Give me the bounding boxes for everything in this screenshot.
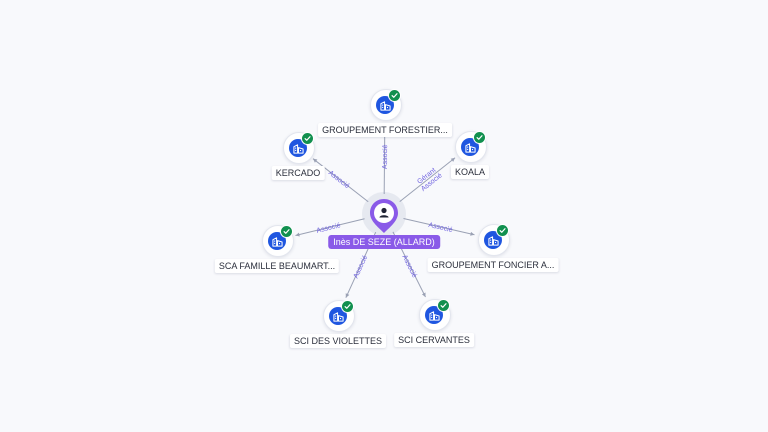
edge-line xyxy=(403,217,475,236)
company-node-label: KOALA xyxy=(450,165,490,179)
edge-line xyxy=(295,218,365,236)
verified-check-icon xyxy=(341,300,354,313)
verified-check-icon xyxy=(280,225,293,238)
edge-arrowhead xyxy=(295,232,300,237)
verified-check-icon xyxy=(496,224,509,237)
verified-check-icon xyxy=(388,89,401,102)
company-node-label: GROUPEMENT FORESTIER... xyxy=(318,123,452,137)
company-node-label: SCI CERVANTES xyxy=(394,333,474,347)
edge-arrowhead xyxy=(450,157,456,162)
edge-arrowhead xyxy=(470,231,475,236)
edge-label: Associé xyxy=(353,254,370,279)
edge-label: Associé xyxy=(428,222,454,234)
person-pin-icon xyxy=(370,199,398,233)
company-node-label: SCA FAMILLE BEAUMART... xyxy=(214,259,340,273)
company-node-label: SCI DES VIOLETTES xyxy=(289,334,387,348)
company-node-label: KERCADO xyxy=(271,166,325,180)
center-person-label: Inès DE SEZE (ALLARD) xyxy=(328,235,440,249)
edge-arrowhead xyxy=(312,158,318,163)
edge-label: Associé xyxy=(382,144,389,169)
edge-arrowhead xyxy=(421,292,426,298)
edge-line xyxy=(312,158,369,203)
company-node-label: GROUPEMENT FONCIER A... xyxy=(427,258,559,272)
edge-label: Associé xyxy=(327,170,351,191)
edge-label: Associé xyxy=(400,254,417,279)
edge-label: Associé xyxy=(316,222,342,235)
edge-line xyxy=(399,157,456,202)
verified-check-icon xyxy=(437,299,450,312)
verified-check-icon xyxy=(473,131,486,144)
edge-arrowhead xyxy=(345,293,350,298)
verified-check-icon xyxy=(301,132,314,145)
